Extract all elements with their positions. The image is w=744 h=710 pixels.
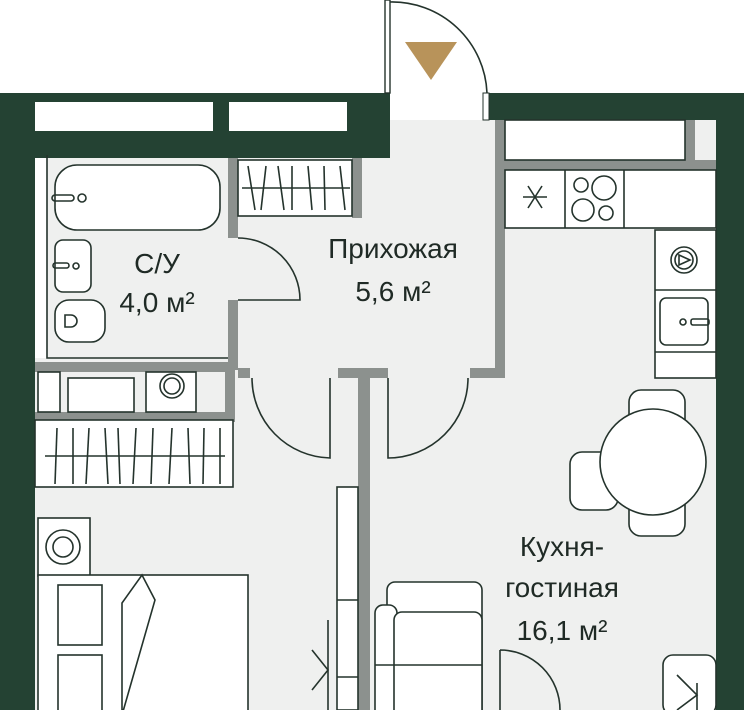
kitchen-counter [504, 169, 717, 229]
kitchen-shelf [504, 119, 686, 161]
wardrobe [34, 419, 234, 488]
room-label-kitchen-living: Кухня- гостиная 16,1 м² [505, 531, 619, 646]
partitions [35, 120, 716, 710]
room-name: гостиная [505, 572, 619, 603]
washing-machine-icon [159, 373, 185, 399]
kitchen-column [654, 229, 717, 379]
outer-walls [0, 93, 744, 710]
laundry-area [37, 371, 197, 413]
asterisk-icon [523, 185, 547, 209]
room-label-bathroom: С/У 4,0 м² [119, 248, 194, 318]
bed [37, 573, 249, 710]
entrance-door[interactable] [384, 0, 490, 121]
nightstand [37, 517, 91, 577]
window [229, 102, 347, 131]
entrance-marker-icon [405, 42, 457, 80]
kitchen-sink-icon [659, 297, 709, 346]
window [35, 102, 213, 131]
sofa [374, 581, 483, 710]
toilet [54, 299, 106, 343]
bathroom-sink [52, 239, 92, 293]
bathroom-outline [46, 155, 228, 359]
bedroom-door[interactable] [251, 377, 331, 459]
room-name: Прихожая [328, 233, 458, 264]
room-area: 4,0 м² [119, 287, 194, 318]
bedroom-shelf [311, 486, 359, 710]
hallway-closet [237, 159, 353, 217]
living-door[interactable] [499, 649, 561, 710]
hob-icon [571, 175, 617, 222]
room-name: Кухня- [520, 531, 604, 562]
dining-table [569, 389, 707, 537]
shaft [35, 158, 47, 358]
living-cabinet [662, 654, 717, 710]
dishwasher-icon [670, 246, 698, 274]
bathtub [51, 164, 221, 231]
room-area: 16,1 м² [517, 615, 608, 646]
room-area: 5,6 м² [355, 276, 430, 307]
room-name: С/У [134, 248, 180, 279]
living-room-door[interactable] [387, 377, 469, 459]
room-label-hallway: Прихожая 5,6 м² [328, 233, 458, 307]
bathroom-door[interactable] [237, 237, 301, 301]
